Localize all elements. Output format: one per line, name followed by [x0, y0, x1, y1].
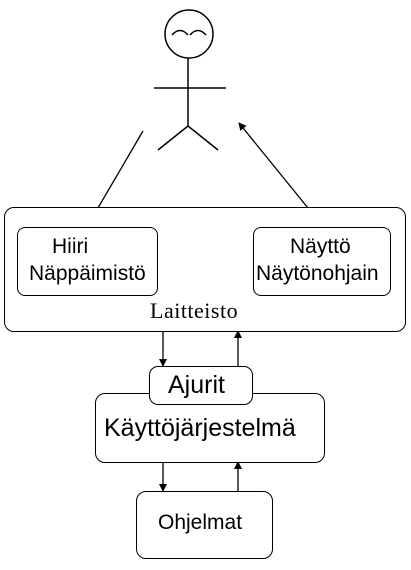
user-right-leg	[187, 125, 219, 151]
programs-label: Ohjelmat	[158, 511, 243, 534]
output-device-graphics-card-label: Näytönohjain	[256, 262, 379, 285]
input-device-mouse-label: Hiiri	[52, 235, 89, 258]
drivers-label: Ajurit	[168, 371, 225, 399]
user-right-eye	[189, 29, 207, 36]
drivers-box	[149, 366, 253, 405]
programs-box	[136, 491, 273, 559]
user-left-leg	[157, 125, 189, 151]
output-devices-box	[253, 227, 391, 296]
user-left-eye	[171, 29, 189, 36]
hardware-label: Laitteisto	[150, 298, 239, 323]
operating-system-label: Käyttöjärjestelmä	[104, 414, 296, 442]
user-head	[164, 9, 214, 59]
output-device-display-label: Näyttö	[290, 235, 351, 258]
input-device-keyboard-label: Näppäimistö	[29, 262, 146, 285]
user-figure	[154, 9, 226, 151]
input-devices-box	[17, 227, 158, 296]
